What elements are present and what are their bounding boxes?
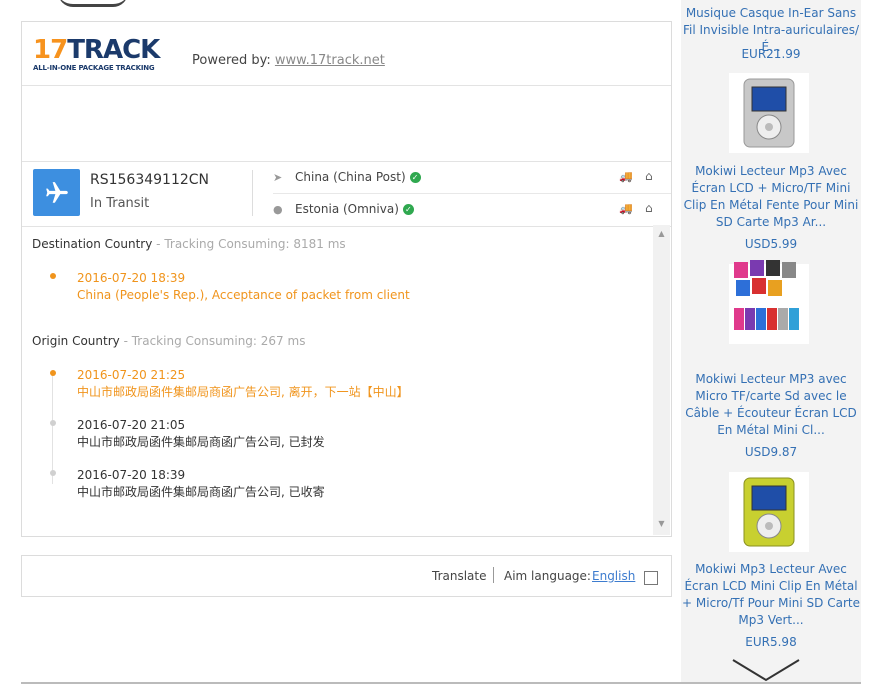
timeline-dot xyxy=(50,273,56,279)
timeline-dot xyxy=(50,420,56,426)
truck-icon[interactable]: 🚚 xyxy=(619,202,633,215)
product-title[interactable]: Mokiwi Lecteur Mp3 Avec Écran LCD + Micr… xyxy=(683,164,859,229)
scroll-up-icon[interactable]: ▲ xyxy=(658,229,665,238)
aim-language-label: Aim language: xyxy=(504,569,591,583)
tracking-status: In Transit xyxy=(90,196,150,211)
17track-logo[interactable]: 17TRACK ALL-IN-ONE PACKAGE TRACKING xyxy=(33,35,160,72)
origin-event: 2016-07-20 21:05 中山市邮政局函件集邮局商函广告公司, 已封发 xyxy=(77,418,325,449)
tracking-header: 17TRACK ALL-IN-ONE PACKAGE TRACKING Powe… xyxy=(22,22,671,86)
powered-by: Powered by: www.17track.net xyxy=(192,53,385,68)
tracking-summary: RS156349112CN In Transit ➤ China (China … xyxy=(22,161,671,227)
origin-heading: Origin Country - Tracking Consuming: 267… xyxy=(32,334,306,348)
divider xyxy=(252,170,253,216)
powered-label: Powered by: xyxy=(192,53,275,68)
language-link[interactable]: English xyxy=(592,569,636,583)
airplane-icon xyxy=(33,169,80,216)
product-price: USD5.99 xyxy=(744,237,798,251)
origin-carrier-row: ➤ China (China Post)✓ 🚚 ⌂ xyxy=(273,162,671,194)
powered-link[interactable]: www.17track.net xyxy=(274,53,385,68)
product-image[interactable] xyxy=(729,472,809,552)
origin-event: 2016-07-20 18:39 中山市邮政局函件集邮局商函广告公司, 已收寄 xyxy=(77,468,325,499)
product-price: USD9.87 xyxy=(744,445,798,459)
home-icon[interactable]: ⌂ xyxy=(645,169,653,183)
translate-bar: Translate Aim language: English xyxy=(21,555,672,597)
product-title[interactable]: Musique Casque In-Ear Sans Fil Invisible… xyxy=(682,6,860,54)
chevron-down-icon[interactable] xyxy=(731,656,801,684)
divider xyxy=(21,682,861,684)
product-image[interactable] xyxy=(729,260,809,344)
events-scrollbar[interactable]: ▲ ▼ xyxy=(653,225,670,535)
truck-icon[interactable]: 🚚 xyxy=(619,170,633,183)
timeline-dot xyxy=(50,370,56,376)
product-sidebar: Musique Casque In-Ear Sans Fil Invisible… xyxy=(681,0,861,684)
check-icon: ✓ xyxy=(409,172,421,183)
scroll-down-icon[interactable]: ▼ xyxy=(658,519,665,528)
home-icon[interactable]: ⌂ xyxy=(645,201,653,215)
send-arrow-icon: ➤ xyxy=(273,171,283,184)
destination-carrier-row: ● Estonia (Omniva)✓ 🚚 ⌂ xyxy=(273,194,671,225)
timeline-dot xyxy=(50,470,56,476)
location-pin-icon: ● xyxy=(273,203,283,216)
translate-checkbox[interactable] xyxy=(644,571,658,585)
divider xyxy=(493,567,494,583)
destination-heading: Destination Country - Tracking Consuming… xyxy=(32,237,346,251)
destination-carrier: Estonia (Omniva) xyxy=(295,202,399,216)
destination-event: 2016-07-20 18:39 China (People's Rep.), … xyxy=(77,271,410,302)
product-image-partial[interactable] xyxy=(58,0,128,7)
product-title[interactable]: Mokiwi Mp3 Lecteur Avec Écran LCD Mini C… xyxy=(682,562,860,627)
product-price: EUR21.99 xyxy=(741,47,801,61)
tracking-panel: 17TRACK ALL-IN-ONE PACKAGE TRACKING Powe… xyxy=(21,21,672,537)
origin-event: 2016-07-20 21:25 中山市邮政局函件集邮局商函广告公司, 离开，下… xyxy=(77,368,409,399)
check-icon: ✓ xyxy=(402,204,414,215)
tracking-number: RS156349112CN xyxy=(90,172,210,188)
product-price: EUR5.98 xyxy=(745,635,797,649)
product-image[interactable] xyxy=(729,73,809,153)
timeline-line xyxy=(52,374,53,484)
translate-label[interactable]: Translate xyxy=(432,569,487,583)
product-title[interactable]: Mokiwi Lecteur MP3 avec Micro TF/carte S… xyxy=(685,372,857,437)
origin-carrier: China (China Post) xyxy=(295,170,406,184)
